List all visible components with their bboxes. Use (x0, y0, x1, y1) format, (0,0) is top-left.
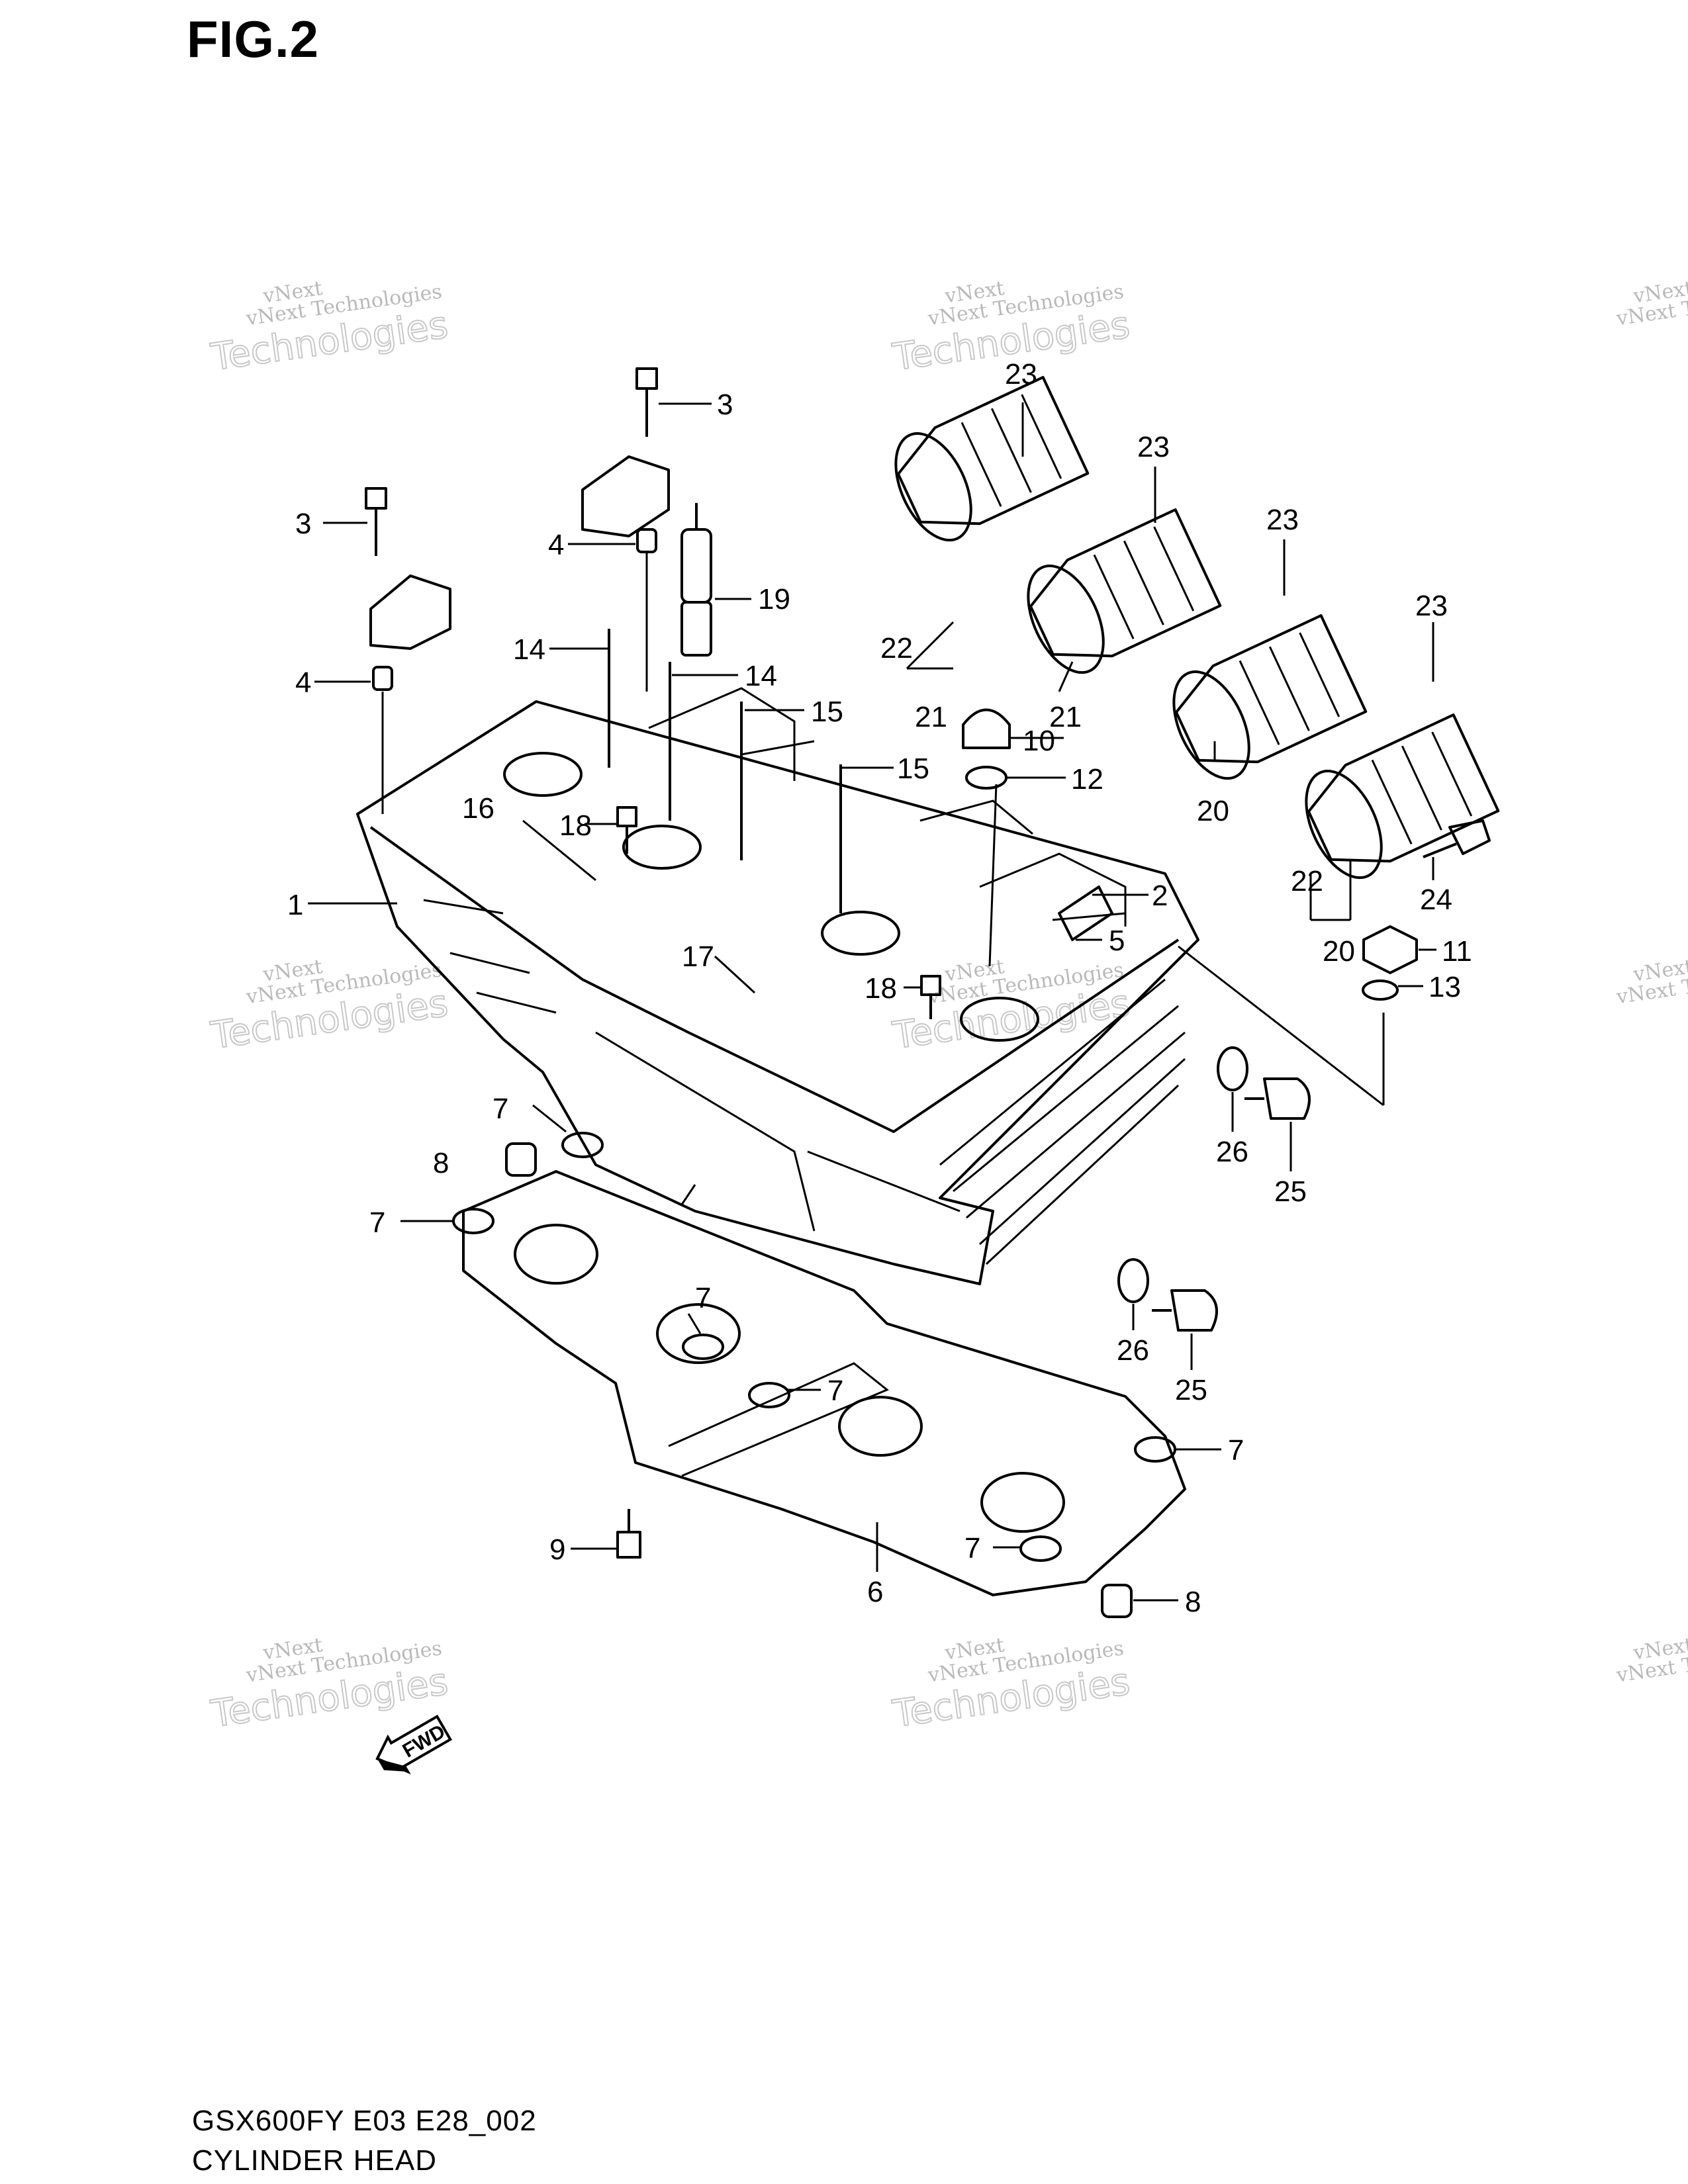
callout-4: 4 (295, 666, 311, 699)
callout-1: 1 (287, 889, 303, 921)
callout-14: 14 (745, 660, 777, 692)
callout-14: 14 (513, 633, 545, 666)
callout-3: 3 (717, 388, 733, 421)
callout-8: 8 (1185, 1586, 1201, 1618)
callout-21: 21 (915, 701, 947, 733)
callout-12: 12 (1071, 763, 1103, 796)
callout-19: 19 (758, 583, 790, 615)
callout-25: 25 (1274, 1175, 1307, 1208)
intake-pipes (894, 376, 1500, 880)
callout-4: 4 (548, 529, 564, 561)
callout-7: 7 (695, 1282, 711, 1314)
callout-7: 7 (827, 1375, 843, 1407)
callout-5: 5 (1109, 925, 1125, 957)
callout-15: 15 (811, 696, 843, 728)
watermark-group: vNext vNext Technologies Technologies vN… (207, 277, 1688, 1737)
callout-7: 7 (369, 1206, 385, 1239)
callout-26: 26 (1117, 1334, 1149, 1367)
cylinder-head-body (356, 687, 1199, 1285)
callout-20: 20 (1197, 795, 1229, 827)
callout-22: 22 (880, 632, 913, 664)
callout-25: 25 (1175, 1374, 1207, 1406)
model-code: GSX600FY E03 E28_002 (192, 2105, 537, 2137)
callout-7: 7 (492, 1093, 508, 1125)
callout-24: 24 (1420, 884, 1452, 916)
callout-17: 17 (682, 940, 714, 973)
callout-2: 2 (1152, 880, 1168, 912)
callout-13: 13 (1429, 971, 1461, 1003)
callout-23: 23 (1137, 431, 1170, 463)
callout-18: 18 (559, 809, 592, 842)
callout-26: 26 (1216, 1136, 1248, 1168)
callout-11: 11 (1442, 935, 1472, 968)
callout-labels: 3 3 4 4 19 14 14 15 15 10 12 16 18 18 1 … (287, 358, 1472, 1618)
callout-23: 23 (1415, 590, 1448, 622)
callout-7: 7 (964, 1532, 980, 1565)
callout-10: 10 (1023, 725, 1055, 757)
head-gasket (462, 1170, 1186, 1596)
callout-9: 9 (549, 1533, 565, 1566)
small-parts (365, 367, 1491, 1618)
callout-7: 7 (1228, 1434, 1244, 1467)
fwd-arrow-icon: FWD (375, 1714, 452, 1775)
callout-21: 21 (1049, 701, 1082, 733)
callout-3: 3 (295, 508, 311, 540)
leader-lines (308, 402, 1436, 1602)
callout-22: 22 (1291, 865, 1323, 897)
callout-15: 15 (897, 752, 929, 785)
callout-20: 20 (1323, 935, 1355, 968)
callout-6: 6 (867, 1576, 883, 1608)
callout-23: 23 (1005, 358, 1037, 390)
section-name: CYLINDER HEAD (192, 2144, 437, 2177)
callout-23: 23 (1266, 504, 1299, 536)
callout-18: 18 (865, 972, 897, 1005)
callout-16: 16 (462, 792, 494, 825)
callout-8: 8 (433, 1147, 449, 1179)
figure-title: FIG.2 (187, 10, 320, 68)
